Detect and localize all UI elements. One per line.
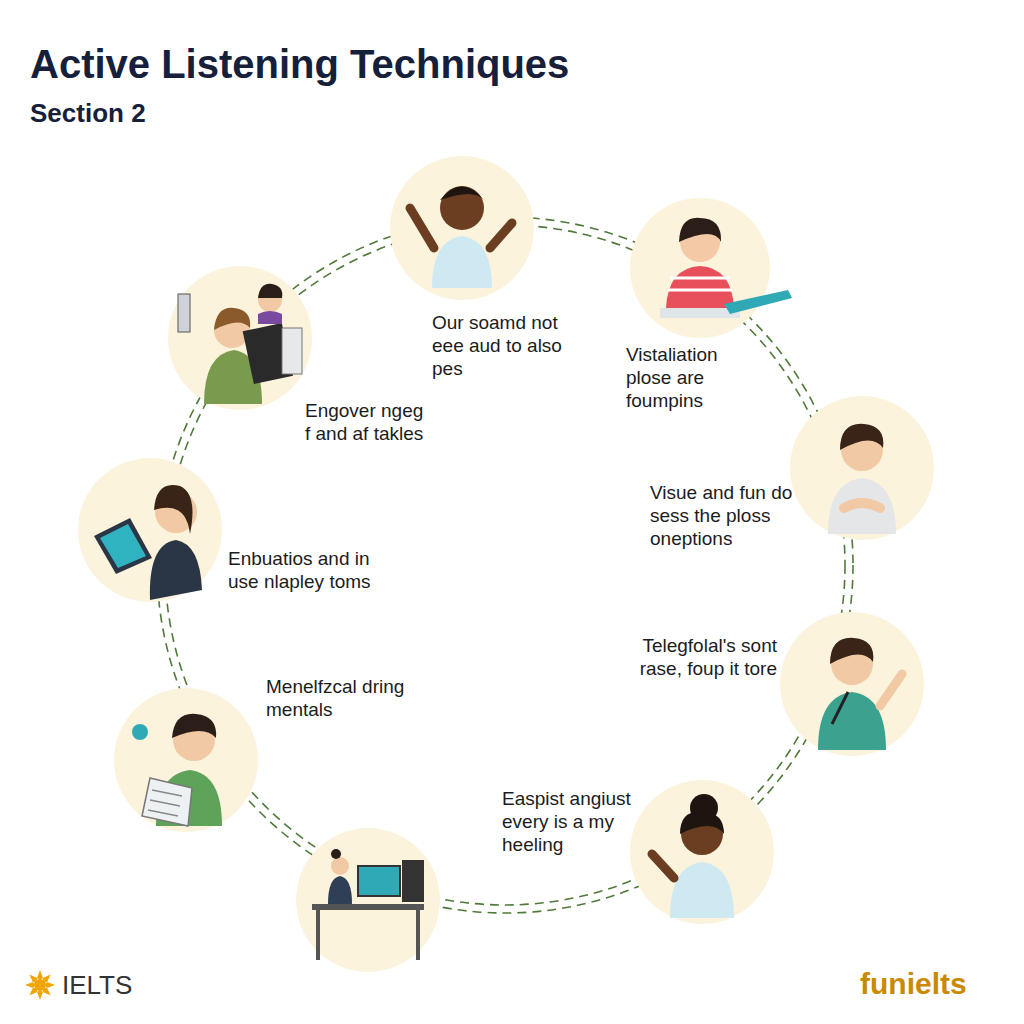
- ielts-logo-text: IELTS: [62, 970, 182, 1001]
- subtitle: Section 2: [30, 98, 330, 129]
- technique-text: Vistaliation plose are foumpins: [626, 344, 766, 412]
- technique-text: Easpist angiust every is a my heeling: [502, 788, 657, 856]
- technique-text: Our soamd not eee aud to also pes: [432, 312, 562, 380]
- ielts-sun-logo: [19, 964, 61, 1006]
- technique-text: Engover ngeg f and af takles: [305, 400, 425, 446]
- technique-text: Visue and fun do sess the ploss oneption…: [650, 482, 800, 550]
- person-figures: [78, 156, 934, 972]
- technique-text: Menelfzcal dring mentals: [266, 676, 466, 722]
- title: Active Listening Techniques: [30, 40, 569, 88]
- technique-text: Telegfolal's sont rase, foup it tore: [612, 635, 777, 681]
- funielts-logo: funielts: [860, 966, 1010, 1002]
- technique-text: Enbuatios and in use nlapley toms: [228, 548, 373, 594]
